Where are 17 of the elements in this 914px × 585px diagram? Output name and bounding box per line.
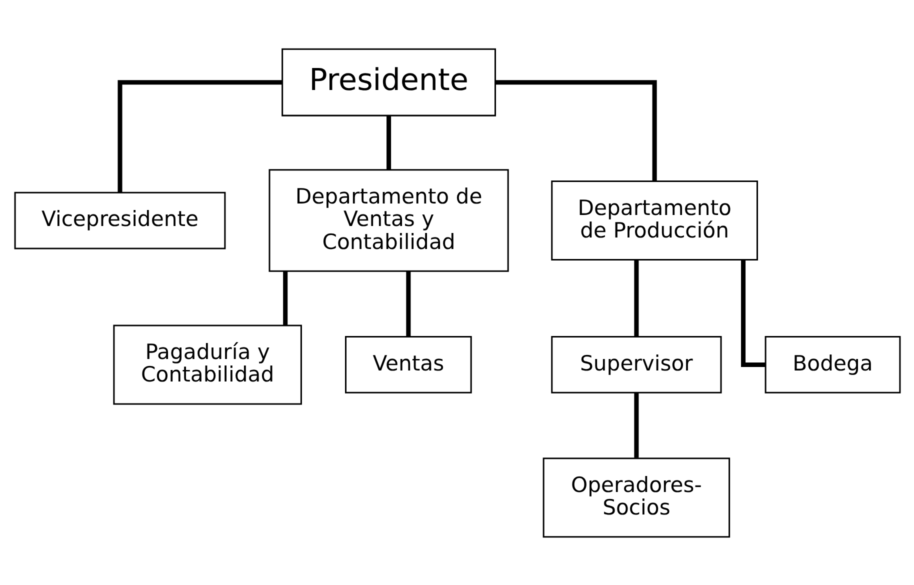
node-box: Departamento de Ventas y Contabilidad bbox=[268, 168, 508, 272]
connector bbox=[117, 80, 282, 192]
node-box: Departamento de Producción bbox=[550, 180, 758, 260]
node-box: Bodega bbox=[764, 336, 900, 393]
connector bbox=[282, 270, 288, 325]
connector bbox=[386, 115, 391, 170]
connector bbox=[406, 270, 410, 336]
node-box: Operadores- Socios bbox=[542, 457, 730, 538]
node-box: Supervisor bbox=[550, 336, 722, 393]
connector bbox=[634, 259, 638, 336]
connector bbox=[740, 259, 765, 366]
node-box: Presidente bbox=[281, 48, 496, 116]
connector bbox=[494, 80, 656, 180]
connector bbox=[634, 392, 638, 458]
node-box: Ventas bbox=[344, 336, 472, 393]
node-box: Vicepresidente bbox=[14, 191, 226, 249]
node-box: Pagaduría y Contabilidad bbox=[112, 324, 302, 404]
